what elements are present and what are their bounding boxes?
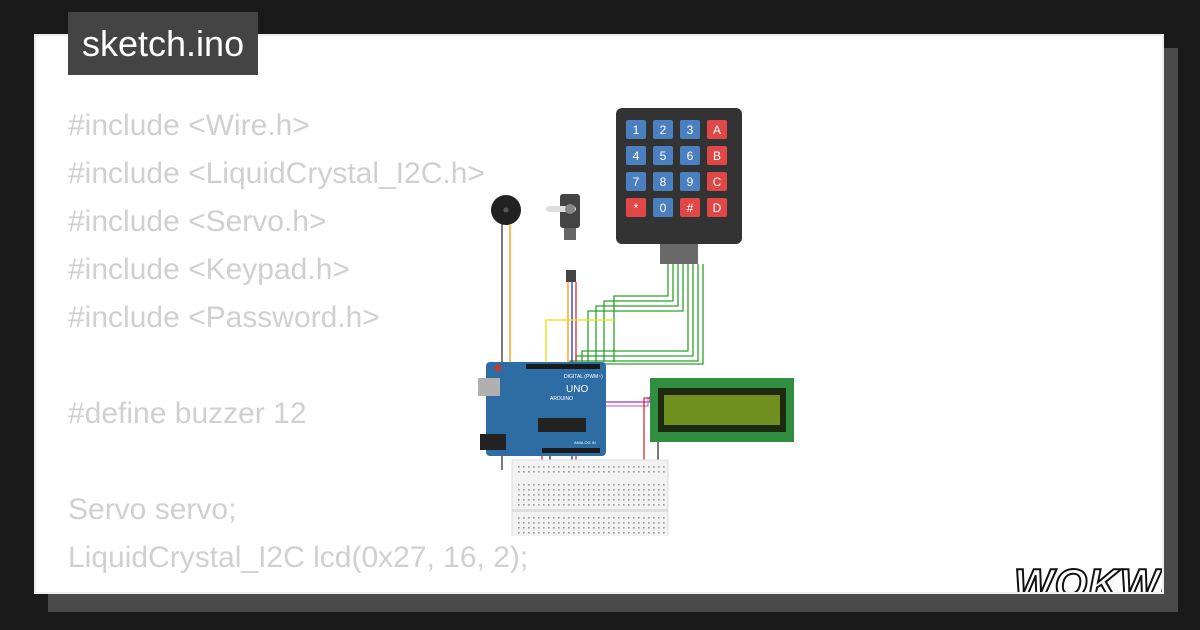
code-line: #include <Servo.h> (68, 205, 327, 238)
usb-port (478, 378, 500, 396)
code-line: #include <Password.h> (68, 301, 380, 334)
keypad-key: A (707, 120, 727, 139)
circuit-diagram: 1 2 3 A 4 5 6 B 7 8 9 C * 0 # D (478, 108, 794, 536)
keypad-key: 2 (653, 120, 673, 139)
keypad-key: * (626, 198, 646, 217)
lcd-screen (664, 395, 780, 425)
keypad-key: 6 (680, 146, 700, 165)
code-line: LiquidCrystal_I2C lcd(0x27, 16, 2); (68, 541, 529, 574)
svg-text:7: 7 (633, 175, 640, 189)
keypad-connector (660, 244, 698, 264)
breadboard-holes (518, 466, 665, 534)
keypad-key: # (680, 198, 700, 217)
lcd-display (650, 378, 794, 442)
keypad-key: D (707, 198, 727, 217)
arduino-model: UNO (566, 384, 588, 395)
keypad-key: 9 (680, 172, 700, 191)
keypad-key: 4 (626, 146, 646, 165)
code-line: #include <Keypad.h> (68, 253, 350, 286)
wokwi-logo-text: WOKWI (1014, 560, 1164, 594)
svg-text:9: 9 (687, 175, 694, 189)
code-line: Password password = Password("1234"); (68, 582, 619, 592)
keypad: 1 2 3 A 4 5 6 B 7 8 9 C * 0 # D (616, 108, 742, 264)
keypad-key: 3 (680, 120, 700, 139)
svg-text:3: 3 (687, 123, 694, 137)
svg-text:B: B (713, 149, 721, 163)
arduino-uno: DIGITAL (PWM~) UNO ARDUINO ANALOG IN (478, 362, 606, 456)
servo-connector (566, 270, 576, 282)
code-line: #include <LiquidCrystal_I2C.h> (68, 157, 485, 190)
keypad-key: 7 (626, 172, 646, 191)
wokwi-logo-mark: WOKWI (1013, 559, 1164, 594)
svg-text:4: 4 (633, 149, 640, 163)
keypad-keys: 1 2 3 A 4 5 6 B 7 8 9 C * 0 # D (626, 120, 727, 217)
file-tab-title: sketch.ino (68, 12, 259, 75)
svg-text:#: # (687, 201, 694, 215)
analog-header (542, 448, 600, 453)
code-line: Servo servo; (68, 493, 237, 526)
wokwi-logo: WOKWI (1012, 559, 1164, 594)
arduino-board (486, 362, 606, 456)
keypad-key: 8 (653, 172, 673, 191)
breadboard (511, 459, 669, 536)
keypad-key: C (707, 172, 727, 191)
svg-text:*: * (634, 201, 639, 215)
atmega-chip (538, 418, 586, 432)
preview-card: #include <Wire.h> #include <LiquidCrystal… (34, 34, 1164, 594)
keypad-key: 5 (653, 146, 673, 165)
buzzer (491, 195, 521, 225)
analog-label: ANALOG IN (574, 440, 596, 445)
svg-text:1: 1 (633, 123, 640, 137)
svg-text:D: D (713, 201, 722, 215)
keypad-key: B (707, 146, 727, 165)
servo (546, 194, 580, 282)
code-preview: #include <Wire.h> #include <LiquidCrystal… (68, 102, 619, 592)
arduino-brand: ARDUINO (550, 396, 573, 402)
keypad-key: 0 (653, 198, 673, 217)
svg-text:6: 6 (687, 149, 694, 163)
reset-button (494, 364, 502, 372)
code-line: #include <Wire.h> (68, 109, 310, 142)
digital-header (526, 364, 600, 369)
digital-label: DIGITAL (PWM~) (564, 374, 603, 380)
svg-text:C: C (713, 175, 722, 189)
svg-text:2: 2 (660, 123, 667, 137)
svg-text:0: 0 (660, 201, 667, 215)
svg-text:5: 5 (660, 149, 667, 163)
keypad-key: 1 (626, 120, 646, 139)
code-line: #define buzzer 12 (68, 397, 307, 430)
svg-text:8: 8 (660, 175, 667, 189)
svg-text:A: A (713, 123, 721, 137)
power-jack (480, 434, 506, 450)
